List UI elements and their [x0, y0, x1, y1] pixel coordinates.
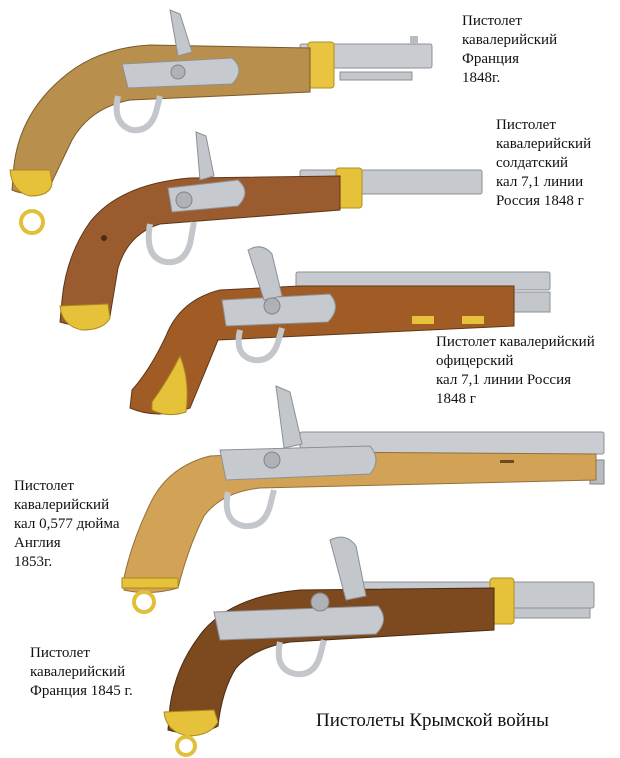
pistol-label-england-1853: Пистолет кавалерийский кал 0,577 дюйма А… — [14, 478, 120, 570]
illustration-title: Пистолеты Крымской войны — [316, 710, 549, 731]
pistol-label-france-1845: Пистолет кавалерийский Франция 1845 г. — [30, 645, 133, 699]
pistol-label-russia-soldier-1848: Пистолет кавалерийский солдатский кал 7,… — [496, 117, 592, 209]
pistol-label-france-1848: Пистолет кавалерийский Франция 1848г. — [462, 13, 558, 86]
pistol-label-russia-officer-1848: Пистолет кавалерийский офицерский кал 7,… — [436, 334, 595, 407]
